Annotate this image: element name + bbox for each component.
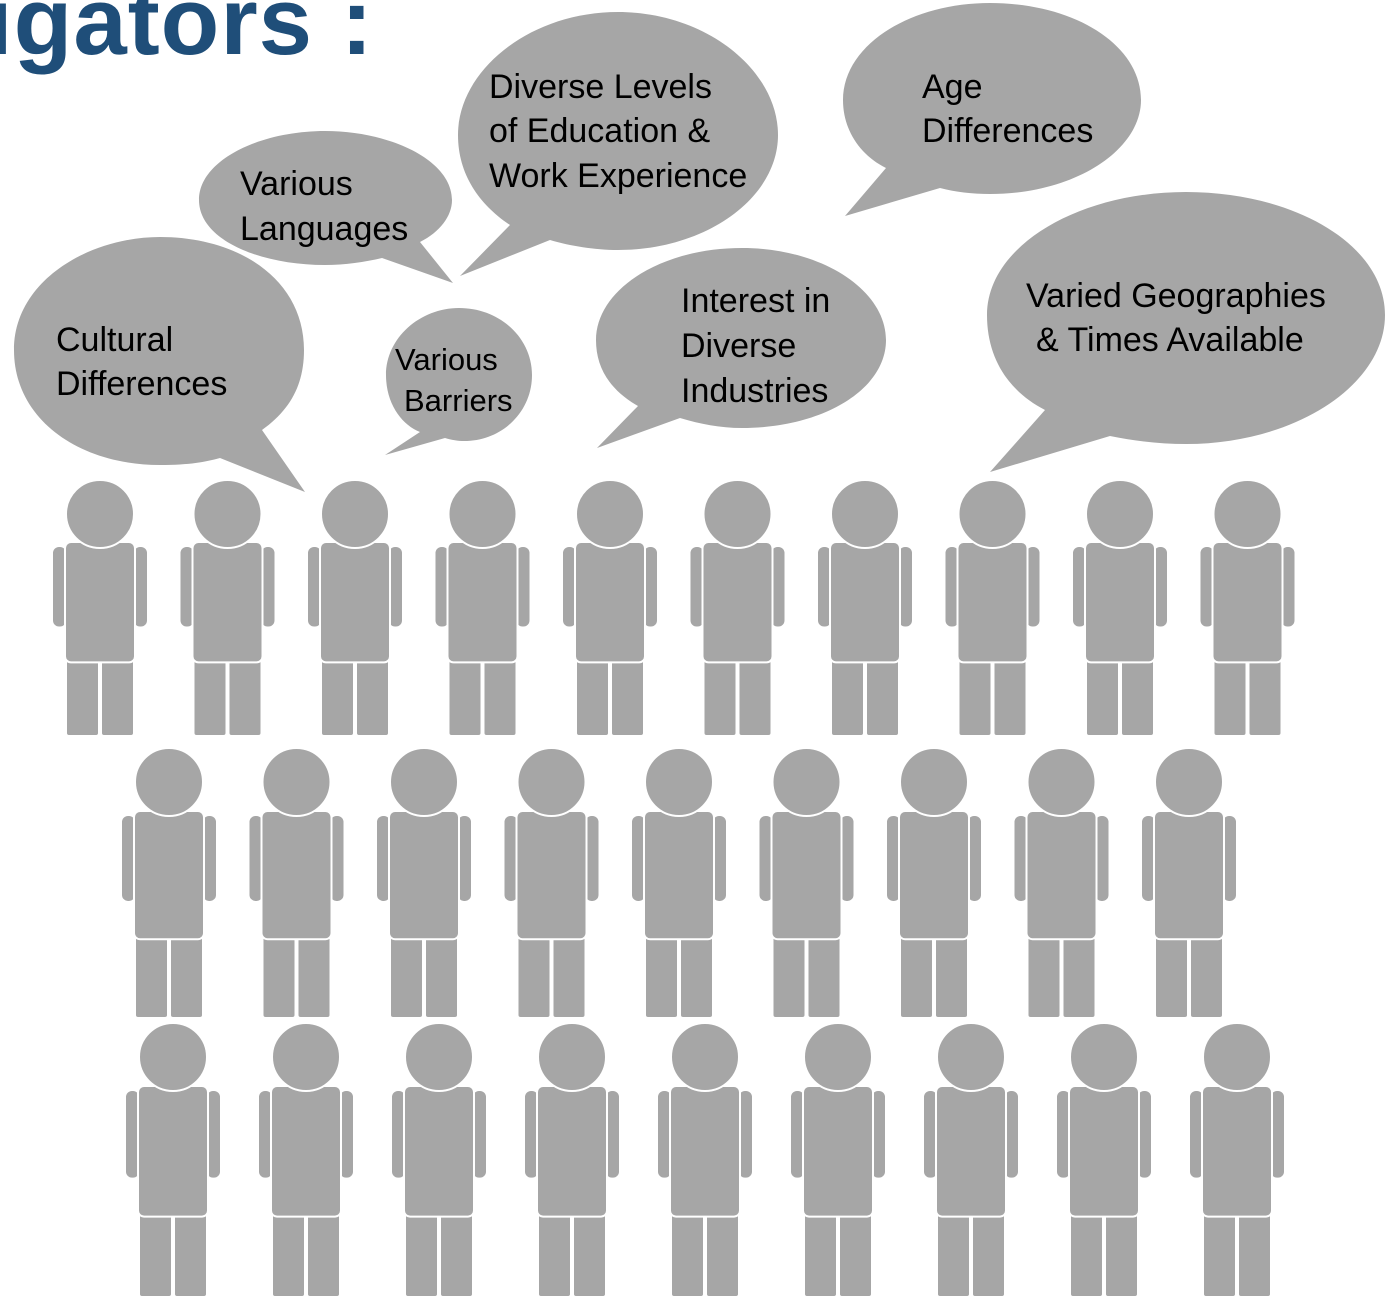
speech-bubble-geographies: Varied Geographies & Times Available bbox=[987, 192, 1385, 472]
person-icon bbox=[1140, 747, 1238, 1020]
person-icon bbox=[561, 479, 659, 738]
person-icon bbox=[885, 747, 983, 1020]
person-icon bbox=[757, 747, 856, 1020]
bubble-text-geographies: Varied Geographies & Times Available bbox=[1026, 277, 1335, 359]
speech-bubble-age: Age Differences bbox=[843, 3, 1141, 216]
speech-bubble-industries: Interest in Diverse Industries bbox=[596, 248, 886, 448]
crowd-row bbox=[51, 479, 1297, 738]
bubble-line: Differences bbox=[56, 365, 227, 403]
person-icon bbox=[1188, 1022, 1286, 1297]
person-icon bbox=[247, 747, 346, 1020]
page-title: igators : bbox=[0, 0, 374, 75]
person-icon bbox=[816, 479, 914, 738]
person-icon bbox=[1198, 479, 1297, 738]
speech-bubble-languages: Various Languages bbox=[199, 131, 453, 283]
bubble-line: & Times Available bbox=[1036, 321, 1304, 359]
bubble-text-barriers: Various Barriers bbox=[395, 342, 513, 418]
person-icon bbox=[178, 479, 277, 738]
person-icon bbox=[51, 479, 149, 738]
person-icon bbox=[306, 479, 404, 738]
person-icon bbox=[789, 1022, 887, 1297]
bubble-line: Various bbox=[240, 165, 353, 203]
bubble-line: Differences bbox=[922, 112, 1093, 150]
bubble-line: Age bbox=[922, 68, 983, 106]
bubble-line: Interest in bbox=[681, 282, 830, 320]
person-icon bbox=[390, 1022, 488, 1297]
bubble-line: Languages bbox=[240, 210, 408, 248]
bubble-line: Diverse bbox=[681, 327, 796, 365]
speech-bubble-barriers: Various Barriers bbox=[385, 308, 532, 455]
person-icon bbox=[688, 479, 787, 738]
person-icon bbox=[1012, 747, 1111, 1020]
person-icon bbox=[257, 1022, 355, 1297]
person-icon bbox=[523, 1022, 621, 1297]
person-icon bbox=[120, 747, 218, 1020]
crowd bbox=[51, 479, 1297, 1297]
bubble-line: of Education & bbox=[489, 112, 710, 150]
bubble-line: Various bbox=[395, 342, 498, 377]
bubble-text-industries: Interest in Diverse Industries bbox=[681, 282, 840, 410]
person-icon bbox=[943, 479, 1042, 738]
person-icon bbox=[630, 747, 728, 1020]
bubble-text-age: Age Differences bbox=[922, 68, 1093, 150]
bubble-text-education: Diverse Levels of Education & Work Exper… bbox=[489, 68, 747, 195]
crowd-row bbox=[120, 747, 1238, 1020]
bubble-text-cultural: Cultural Differences bbox=[56, 321, 227, 403]
person-icon bbox=[433, 479, 532, 738]
bubble-line: Work Experience bbox=[489, 157, 747, 195]
person-icon bbox=[656, 1022, 754, 1297]
bubble-line: Barriers bbox=[404, 383, 513, 418]
crowd-row bbox=[124, 1022, 1286, 1297]
bubble-line: Industries bbox=[681, 372, 828, 410]
person-icon bbox=[922, 1022, 1020, 1297]
bubble-line: Diverse Levels bbox=[489, 68, 712, 106]
person-icon bbox=[375, 747, 473, 1020]
person-icon bbox=[1055, 1022, 1153, 1297]
person-icon bbox=[124, 1022, 222, 1297]
person-icon bbox=[1071, 479, 1169, 738]
bubble-line: Cultural bbox=[56, 321, 173, 359]
speech-bubble-education: Diverse Levels of Education & Work Exper… bbox=[458, 12, 778, 276]
speech-bubble-cultural: Cultural Differences bbox=[14, 237, 305, 492]
bubble-line: Varied Geographies bbox=[1026, 277, 1326, 315]
bubble-text-languages: Various Languages bbox=[240, 165, 408, 248]
person-icon bbox=[502, 747, 601, 1020]
